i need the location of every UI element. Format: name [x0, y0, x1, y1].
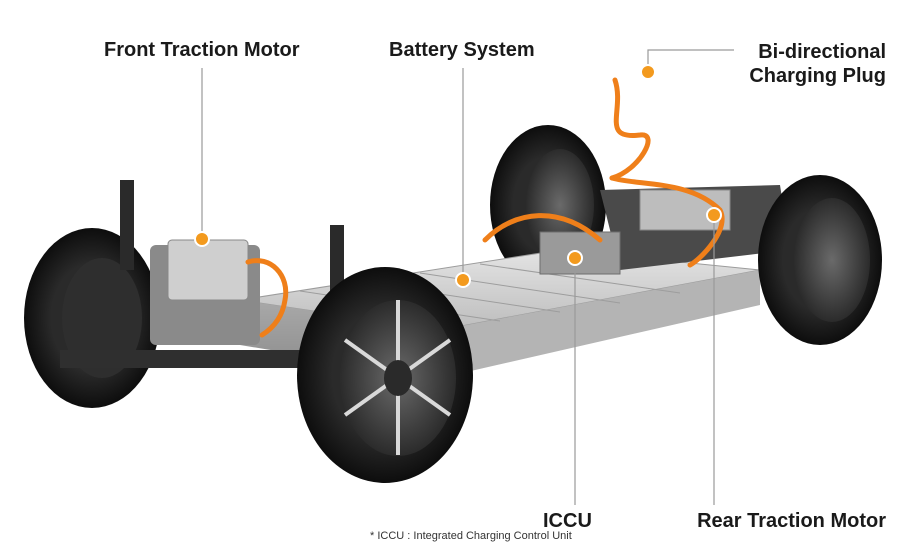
label-plug-line1: Bi-directional	[758, 41, 886, 63]
label-front-traction-motor: Front Traction Motor	[104, 39, 300, 61]
label-iccu: ICCU	[543, 510, 592, 532]
charging-cables	[245, 77, 725, 338]
marker-battery	[455, 272, 471, 288]
label-bidirectional-charging-plug: Bi-directional Charging Plug	[749, 40, 886, 88]
label-rear-traction-motor: Rear Traction Motor	[697, 510, 886, 532]
front-left-wheel	[24, 228, 160, 408]
label-plug-line2: Charging Plug	[749, 65, 886, 87]
front-right-wheel	[297, 267, 473, 483]
markers	[194, 64, 722, 288]
footnote: * ICCU : Integrated Charging Control Uni…	[370, 530, 572, 542]
rear-motor-assembly	[539, 185, 790, 275]
leader-lines	[201, 49, 734, 505]
marker-iccu	[567, 250, 583, 266]
rear-right-wheel	[758, 175, 882, 345]
label-battery-system: Battery System	[389, 39, 535, 61]
marker-front-motor	[194, 231, 210, 247]
leader-plug	[647, 49, 734, 72]
marker-rear-motor	[706, 207, 722, 223]
front-motor-assembly	[60, 180, 344, 368]
marker-plug	[640, 64, 656, 80]
